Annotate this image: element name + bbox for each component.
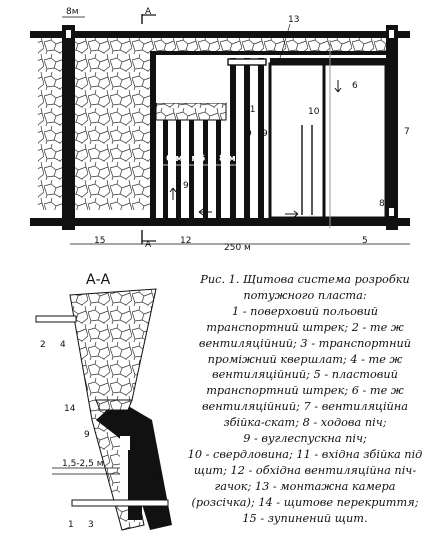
label-s9: 9 — [84, 430, 90, 440]
label-s12: 12 — [150, 473, 161, 483]
caption-line: 9 - вуглеспускна піч; — [243, 432, 367, 446]
caption-line: (розсічка); 14 - щитове перекриття; — [191, 495, 419, 509]
caption-line: проміжний квершлат; 4 - те ж — [207, 352, 403, 366]
dim-250m: 250 м — [224, 243, 251, 253]
figure-caption: Рис. 1. Щитова система розробки потужног… — [182, 272, 428, 527]
caption-line: щит; 12 - обхідна вентиляційна піч- — [193, 463, 417, 477]
montage-chamber — [227, 58, 267, 66]
label-9c: 9 — [183, 181, 189, 191]
dim-8m: 8м — [66, 7, 79, 17]
ventilation-drift — [30, 31, 410, 38]
label-7: 7 — [404, 127, 410, 137]
left-shaft — [62, 25, 75, 230]
caption-line: вентиляційний; 5 - пластовий — [212, 368, 398, 382]
caption-line: 10 - свердловина; 11 - вхідна збійка під — [187, 447, 423, 461]
dim-8m-inner: 8 м — [219, 154, 236, 164]
transport-drift — [30, 218, 410, 226]
label-13: 13 — [288, 15, 299, 25]
caption-line: 15 - зупинений щит. — [242, 511, 368, 525]
section-title: А-А — [86, 272, 111, 288]
dim-6m-3: 6 м — [199, 154, 216, 164]
ventilation-skat — [386, 25, 398, 230]
label-11: 11 — [244, 105, 255, 115]
caption-line: збійка-скат; 8 - ходова піч; — [223, 416, 387, 430]
caption-line: Рис. 1. Щитова система розробки — [200, 273, 410, 286]
label-s4: 4 — [60, 340, 66, 350]
caption-line: транспортний штрек; 6 - те ж — [206, 384, 404, 398]
dim-6m-1: 6 м — [166, 154, 183, 164]
label-5: 5 — [362, 236, 368, 246]
label-8: 8 — [379, 199, 385, 209]
label-s3: 3 — [88, 520, 94, 530]
label-6: 6 — [352, 81, 358, 91]
caption-line: вентиляційний; 7 - вентиляційна — [201, 400, 409, 414]
label-9b: 9 — [262, 129, 268, 139]
caption-line: потужного пласта: — [243, 288, 367, 302]
section-view: А-А 1,5-2,5 м 2 4 14 9 12 1 3 — [35, 272, 172, 531]
caption-line: вентиляційний; 3 - транспортний — [198, 336, 412, 350]
label-9a: 9 — [246, 129, 252, 139]
label-10: 10 — [308, 107, 320, 117]
plan-view: 8м А А 6 м 6 м 6 м 8 м 250 м 13 6 11 9 9… — [30, 7, 410, 253]
section-mark-bottom: А — [145, 240, 152, 250]
caption-line: 1 - поверховий польовий — [232, 304, 378, 318]
dim-6m-2: 6 м — [182, 154, 199, 164]
shield — [155, 102, 227, 121]
label-15: 15 — [94, 236, 105, 246]
rock-upper-band — [150, 38, 392, 51]
label-s1: 1 — [68, 520, 74, 530]
label-s2: 2 — [40, 340, 46, 350]
rock-massif — [38, 38, 150, 210]
caption-line: транспортний штрек; 2 - те ж — [206, 320, 404, 334]
label-12: 12 — [180, 236, 191, 246]
label-s14: 14 — [64, 404, 76, 414]
caption-line: гачок; 13 - монтажна камера — [214, 479, 396, 493]
coal-chute — [163, 120, 168, 218]
section-mark-top: А — [145, 7, 152, 17]
section-dim: 1,5-2,5 м — [62, 459, 104, 469]
